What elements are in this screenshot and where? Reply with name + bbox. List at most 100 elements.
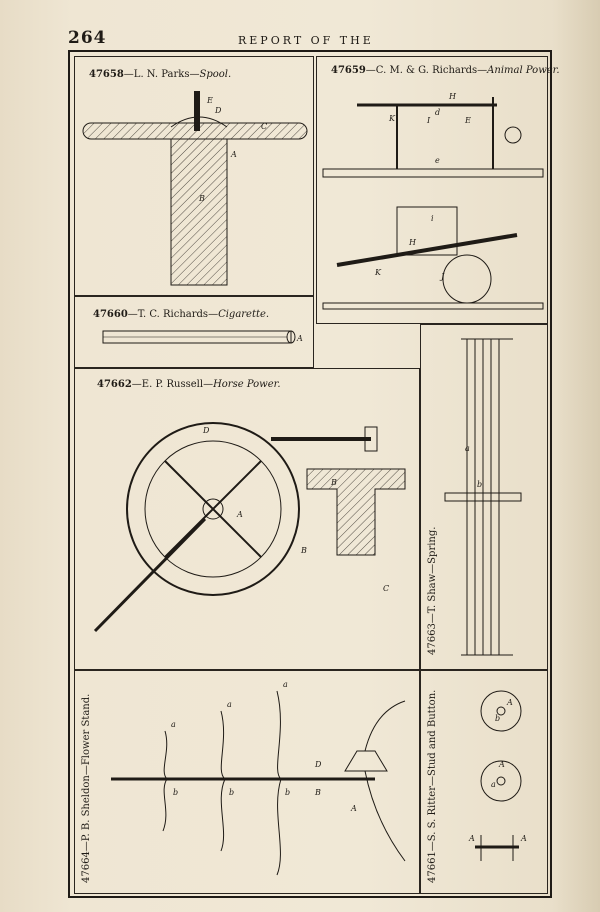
page-number: 264 — [68, 28, 107, 48]
fig-label: D — [202, 426, 210, 435]
fig-label: C — [383, 584, 389, 593]
fig-label: i — [431, 214, 434, 223]
spring-drawing: a b — [444, 338, 522, 656]
flower-stand-drawing: a a a b b b B D A — [111, 680, 406, 876]
fig-label: D — [314, 760, 322, 769]
patent-title: Animal Power. — [487, 65, 560, 76]
panel-horse-power: 47662—E. P. Russell—Horse Power. D A B B… — [74, 368, 420, 670]
spool-pin — [194, 91, 200, 131]
fig-label: b — [477, 480, 482, 489]
stand-leg — [364, 770, 406, 862]
fig-label: A — [230, 150, 237, 159]
fig-label: B — [198, 194, 205, 203]
patent-title: Cigarette. — [218, 309, 270, 320]
fig-label: A — [498, 760, 505, 769]
fig-label: b — [495, 714, 500, 723]
base-plank-2 — [322, 302, 544, 310]
lever-arm — [336, 233, 518, 267]
fig-label: B — [330, 478, 337, 487]
button-hole — [496, 706, 506, 716]
stud-button-drawing: A b a A A A — [468, 690, 527, 861]
inventor: L. N. Parks — [133, 69, 190, 80]
fig-label: K — [374, 268, 382, 277]
fig-label: b — [285, 788, 290, 797]
patent-number: 47658 — [89, 69, 124, 80]
fig-label: a — [465, 444, 470, 453]
fig-label: C — [261, 122, 267, 131]
scroll-ornament — [162, 730, 168, 832]
spring-bolt — [444, 492, 522, 502]
caption-animal-power: 47659—C. M. & G. Richards—Animal Power. — [331, 65, 560, 76]
inner-wheel — [144, 440, 282, 578]
outer-wheel — [126, 422, 300, 596]
panel-spring: 47663—T. Shaw—Spring. a b — [420, 324, 548, 670]
spool-barrel — [170, 138, 228, 286]
panel-stud-button: 47661—S. S. Ritter—Stud and Button. A b … — [420, 670, 548, 894]
dash: — — [365, 65, 376, 76]
fig-label: a — [283, 680, 288, 689]
fig-label: e — [435, 156, 440, 165]
cigarette-drawing: A — [102, 330, 303, 344]
fig-label: A — [468, 834, 475, 843]
fig-label: A — [296, 334, 303, 343]
spool-drawing: E D C A B — [82, 91, 308, 286]
fig-label: d — [435, 108, 440, 117]
hub — [202, 498, 224, 520]
bearing-section — [306, 468, 406, 556]
fig-label: B — [300, 546, 307, 555]
fig-label: J — [439, 272, 445, 281]
stand-base — [344, 750, 388, 772]
fig-label: a — [227, 700, 232, 709]
dash: — — [189, 69, 200, 80]
fig-label: H — [408, 238, 417, 247]
inventor: T. C. Richards — [137, 309, 209, 320]
stud-disc — [480, 760, 522, 802]
crank-wheel — [504, 126, 522, 144]
fig-label: A — [236, 510, 243, 519]
panel-spool: 47658—L. N. Parks—Spool. E D C A B — [74, 56, 314, 296]
fig-label: A — [506, 698, 513, 707]
dash: — — [127, 309, 138, 320]
panel-animal-power: 47659—C. M. & G. Richards—Animal Power. … — [316, 56, 560, 324]
fig-label: A — [520, 834, 527, 843]
plate-frame: 47658—L. N. Parks—Spool. E D C A B — [68, 50, 560, 898]
fig-label: E — [464, 116, 471, 125]
gear — [442, 254, 492, 304]
fig-label: K — [388, 114, 396, 123]
patent-number: 47659 — [331, 65, 366, 76]
sweep-arm — [93, 517, 207, 633]
animal-power-drawing: H K I d E e i H K J — [322, 92, 544, 310]
scroll-ornament — [276, 690, 282, 876]
caption-horse-power: 47662—E. P. Russell—Horse Power. — [97, 379, 281, 390]
panel-flower-stand: 47664—P. B. Sheldon—Flower Stand. a a a … — [74, 670, 420, 894]
frame-box — [396, 206, 458, 256]
shaft-collar — [364, 426, 378, 452]
caption-spool: 47658—L. N. Parks—Spool. — [89, 69, 231, 80]
dash: — — [203, 379, 214, 390]
dash: — — [477, 65, 488, 76]
fig-label: E — [206, 96, 213, 105]
base-plank — [322, 168, 544, 178]
button-disc — [480, 690, 522, 732]
caption-cigarette: 47660—T. C. Richards—Cigarette. — [93, 309, 269, 320]
patent-title: Horse Power. — [213, 379, 281, 390]
fig-label: I — [426, 116, 431, 125]
fig-label: a — [491, 780, 496, 789]
horse-power-drawing: D A B B C — [93, 422, 406, 633]
fig-label: b — [173, 788, 178, 797]
fig-label: B — [314, 788, 321, 797]
fig-label: b — [229, 788, 234, 797]
panel-cigarette: 47660—T. C. Richards—Cigarette. A — [74, 296, 314, 368]
fig-label: H — [448, 92, 457, 101]
fig-label: A — [350, 804, 357, 813]
stand-leg — [364, 700, 406, 752]
fig-label: a — [171, 720, 176, 729]
patent-title: Spool. — [199, 69, 232, 80]
fig-label: D — [214, 106, 222, 115]
dash: — — [123, 69, 134, 80]
patent-number: 47662 — [97, 379, 132, 390]
scroll-ornament — [220, 710, 226, 852]
inventor: C. M. & G. Richards — [375, 65, 478, 76]
stud-hole — [496, 776, 506, 786]
